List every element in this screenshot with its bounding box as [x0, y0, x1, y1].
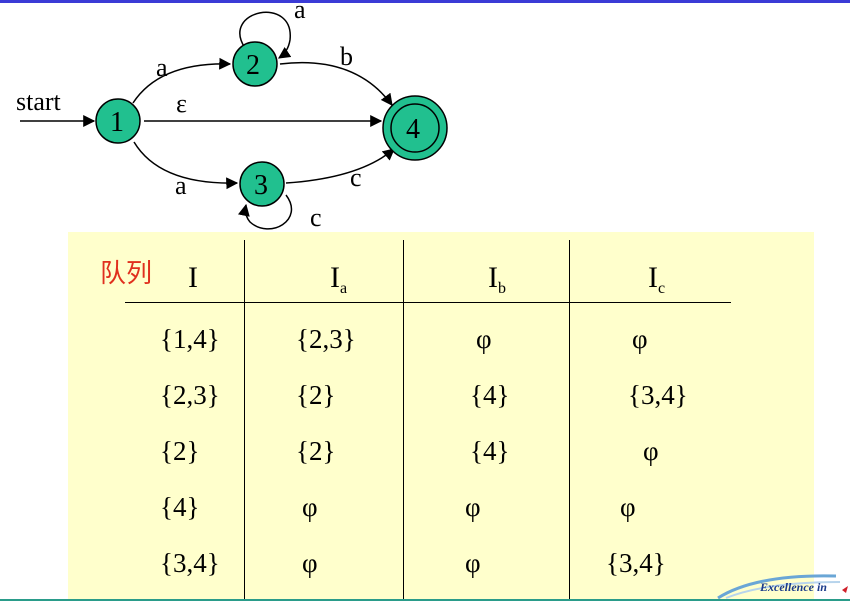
footer-text: Excellence in: [760, 580, 827, 594]
table-divider-2: [403, 240, 404, 599]
header-Ib: Ib: [488, 261, 506, 298]
table-cell: φ: [476, 324, 492, 354]
table-cell: {2}: [296, 380, 336, 410]
table-cell: {3,4}: [160, 548, 220, 578]
edge-1-3: [133, 141, 239, 190]
footer-logo: [717, 574, 848, 600]
edge-label-1-2: a: [156, 53, 168, 82]
edge-label-1-3: a: [175, 171, 187, 200]
table-cell: φ: [643, 436, 659, 466]
node-1: 1: [95, 98, 141, 144]
table-cell: φ: [620, 492, 636, 522]
edge-2-2-loop: [239, 11, 292, 59]
header-Ia: Ia: [330, 261, 348, 298]
table-cell: φ: [632, 324, 648, 354]
edge-label-2-2: a: [294, 0, 306, 24]
edge-1-2: [132, 57, 232, 104]
edge-3-4: [285, 148, 395, 184]
edge-label-2-4: b: [340, 42, 353, 71]
node-3-label: 3: [254, 170, 268, 201]
start-label: start: [16, 87, 62, 116]
table-cell: {4}: [470, 380, 510, 410]
nfa-diagram: start a a b ε a c c 1 2 3 4: [16, 0, 448, 232]
table-divider-1: [244, 240, 245, 599]
subset-table: [68, 232, 814, 599]
node-1-label: 1: [110, 107, 124, 138]
table-header-rule: [125, 302, 731, 303]
table-cell: {4}: [160, 492, 200, 522]
table-cell: {4}: [470, 436, 510, 466]
edge-label-1-4: ε: [176, 89, 187, 118]
table-cell: φ: [302, 548, 318, 578]
table-cell: {2,3}: [296, 324, 356, 354]
node-2-label: 2: [246, 50, 260, 81]
node-2: 2: [232, 41, 278, 87]
header-I: I: [188, 261, 198, 294]
table-cell: φ: [302, 492, 318, 522]
table-cell: {3,4}: [606, 548, 666, 578]
bottom-rule: [0, 599, 850, 601]
edge-2-4: [279, 61, 393, 106]
table-divider-3: [569, 240, 570, 599]
table-cell: φ: [465, 548, 481, 578]
top-rule: [0, 0, 850, 3]
table-cell: {1,4}: [160, 324, 220, 354]
table-cell: φ: [465, 492, 481, 522]
node-4-accepting: 4: [382, 95, 448, 161]
table-cell: {2,3}: [160, 380, 220, 410]
table-cell: {2}: [160, 436, 200, 466]
node-3: 3: [239, 161, 285, 207]
header-Ic: Ic: [648, 261, 666, 298]
queue-label: 队列: [100, 259, 153, 289]
edge-label-3-3: c: [310, 203, 322, 232]
edge-3-3-loop: [238, 194, 293, 230]
node-4-label: 4: [406, 114, 420, 145]
edge-label-3-4: c: [350, 163, 362, 192]
table-cell: {2}: [296, 436, 336, 466]
table-cell: {3,4}: [628, 380, 688, 410]
